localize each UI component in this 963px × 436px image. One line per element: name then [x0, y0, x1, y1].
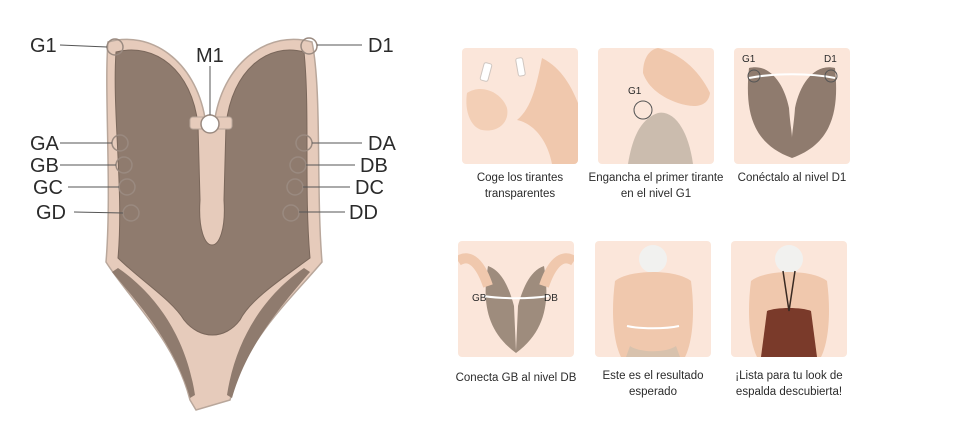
label-dd: DD: [349, 202, 378, 224]
step-4-image: GB DB: [458, 241, 574, 357]
dd-anchor: [282, 204, 300, 222]
step-6-caption: ¡Lista para tu look de espalda descubier…: [735, 370, 843, 398]
label-da: DA: [368, 133, 396, 155]
step-3-mark-d1: D1: [824, 54, 837, 65]
step-4-caption: Conecta GB al nivel DB: [455, 372, 577, 384]
step-3-caption: Conéctalo al nivel D1: [737, 172, 847, 184]
step-6-image: [731, 241, 847, 357]
label-gd: GD: [36, 202, 66, 224]
label-gb: GB: [30, 155, 59, 177]
step-5-caption: Este es el resultado esperado: [602, 370, 704, 398]
bodysuit-lower-left: [112, 268, 195, 398]
step-5-image: [595, 241, 711, 357]
step-3-mark-g1: G1: [742, 54, 756, 65]
step-2-image: G1: [598, 48, 714, 164]
bodysuit-lower-right: [227, 268, 310, 398]
g1-mark-ring: [633, 100, 653, 120]
step-2-caption: Engancha el primer tirante en el nivel G…: [588, 172, 724, 200]
label-m1: M1: [196, 45, 224, 67]
step-2-mark-g1: G1: [628, 86, 642, 97]
label-db: DB: [360, 155, 388, 177]
strap-icon: [479, 62, 493, 82]
bodysuit-fabric: [114, 49, 311, 336]
step-1-caption: Coge los tirantes transparentes: [476, 172, 564, 200]
step-1-image: [462, 48, 578, 164]
bodysuit-diagram: G1 D1 M1 GA DA GB DB GC DC GD DD: [30, 35, 396, 411]
label-dc: DC: [355, 177, 384, 199]
label-gc: GC: [33, 177, 63, 199]
d1-anchor: [300, 37, 318, 55]
label-d1: D1: [368, 35, 394, 57]
label-g1: G1: [30, 35, 57, 57]
step-4-mark-db: DB: [544, 293, 558, 304]
step-4-mark-gb: GB: [472, 293, 487, 304]
label-ga: GA: [30, 133, 60, 155]
step-3-image: G1 D1: [734, 48, 850, 164]
m1-ring: [200, 114, 220, 134]
